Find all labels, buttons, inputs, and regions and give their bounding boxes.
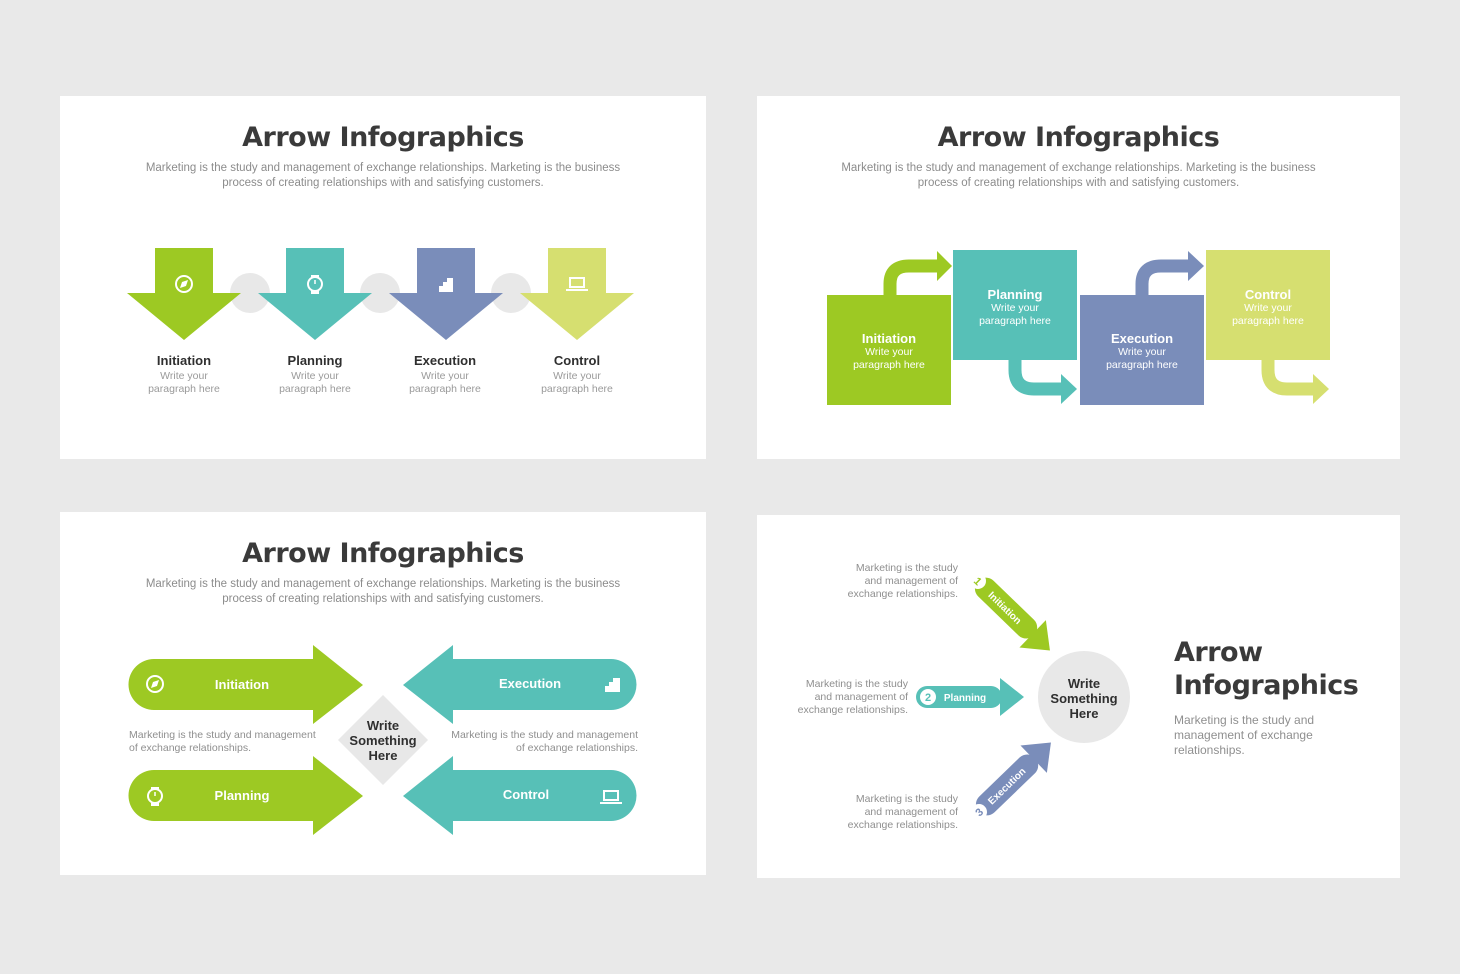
arrow-label-execution: Execution <box>498 676 562 691</box>
horizontal-arrow-diagram <box>128 645 637 835</box>
connector-circle <box>491 273 531 313</box>
arrow-head <box>1061 374 1077 404</box>
right-description: Marketing is the study and management of… <box>451 729 638 754</box>
arrow-initiation <box>127 248 241 340</box>
center-text: Write Something Here <box>1050 676 1118 721</box>
step-label-planning: Planning <box>287 353 343 368</box>
connector-circle <box>360 273 400 313</box>
arrow-control <box>520 248 634 340</box>
center-text: Write Something Here <box>349 718 417 763</box>
step-desc: Write your paragraph here <box>148 370 220 395</box>
curved-arrow-purple <box>1135 259 1190 295</box>
curved-arrow-lime <box>1261 358 1315 396</box>
converging-arrow-diagram: 1 Initiation 2 Planning 3 Execution <box>916 573 1130 820</box>
step-box-diagram <box>827 250 1330 405</box>
watch-icon <box>147 787 163 806</box>
watch-icon <box>307 275 323 294</box>
page-title: Arrow Infographics <box>937 122 1220 153</box>
page-title: Arrow Infographics <box>1174 637 1359 701</box>
svg-text:Planning: Planning <box>944 693 986 704</box>
arrow-initiation: 1 Initiation <box>970 573 1050 651</box>
step-desc: Write your paragraph here <box>409 370 481 395</box>
subtitle: Marketing is the study and management of… <box>145 578 621 605</box>
box-text-planning: Planning Write your paragraph here <box>979 287 1051 327</box>
desc-planning: Marketing is the study and management of… <box>797 678 908 716</box>
arrow-execution: 3 Execution <box>971 742 1051 820</box>
arrow-label-planning: Planning <box>214 788 270 803</box>
arrow-execution <box>389 248 503 340</box>
connector-circle <box>230 273 270 313</box>
left-description: Marketing is the study and management of… <box>129 729 316 754</box>
center-circle <box>1038 651 1130 743</box>
svg-text:2: 2 <box>925 692 931 704</box>
page-title: Arrow Infographics <box>242 122 524 153</box>
step-desc: Write your paragraph here <box>279 370 351 395</box>
compass-icon <box>146 675 164 693</box>
step-label-control: Control <box>553 353 601 368</box>
slide-converging-arrows: 1 Initiation 2 Planning 3 Execution Writ… <box>757 515 1400 878</box>
desc-execution: Marketing is the study and management of… <box>847 793 958 831</box>
subtitle: Marketing is the study and management of… <box>841 162 1316 189</box>
step-desc: Write your paragraph here <box>541 370 613 395</box>
laptop-icon <box>600 790 622 804</box>
desc-initiation: Marketing is the study and management of… <box>847 562 958 600</box>
box-text-execution: Execution Write your paragraph here <box>1106 331 1178 371</box>
stairs-icon <box>605 678 620 692</box>
slide-step-boxes: Arrow Infographics Marketing is the stud… <box>757 96 1400 459</box>
laptop-icon <box>566 277 588 291</box>
arrow-planning: 2 Planning <box>916 678 1024 716</box>
down-arrow-diagram <box>127 248 634 340</box>
arrow-head <box>1188 251 1204 281</box>
arrow-head <box>1313 374 1329 404</box>
body-text: Marketing is the study and management of… <box>1174 713 1315 757</box>
arrow-label-initiation: Initiation <box>214 677 270 692</box>
arrow-label-control: Control <box>502 787 550 802</box>
arrow-control <box>403 756 637 835</box>
center-diamond <box>338 695 428 785</box>
box-text-initiation: Initiation Write your paragraph here <box>853 331 925 371</box>
arrow-head <box>937 251 952 281</box>
step-label-execution: Execution <box>413 353 477 368</box>
step-label-initiation: Initiation <box>156 353 212 368</box>
box-control <box>1206 250 1330 360</box>
slide-down-arrows: Arrow Infographics Marketing is the stud… <box>60 96 706 459</box>
page-title: Arrow Infographics <box>242 538 524 569</box>
stairs-icon <box>439 278 453 292</box>
slide-horizontal-arrows: Arrow Infographics Marketing is the stud… <box>60 512 706 875</box>
arrow-planning <box>128 756 363 835</box>
box-planning <box>953 250 1077 360</box>
box-initiation <box>827 295 951 405</box>
box-execution <box>1080 295 1204 405</box>
curved-arrow-green <box>883 259 939 295</box>
arrow-initiation <box>128 645 363 724</box>
subtitle: Marketing is the study and management of… <box>145 162 621 189</box>
box-text-control: Control Write your paragraph here <box>1232 287 1304 327</box>
compass-icon <box>175 275 193 293</box>
arrow-execution <box>403 645 637 724</box>
curved-arrow-teal <box>1008 358 1063 396</box>
